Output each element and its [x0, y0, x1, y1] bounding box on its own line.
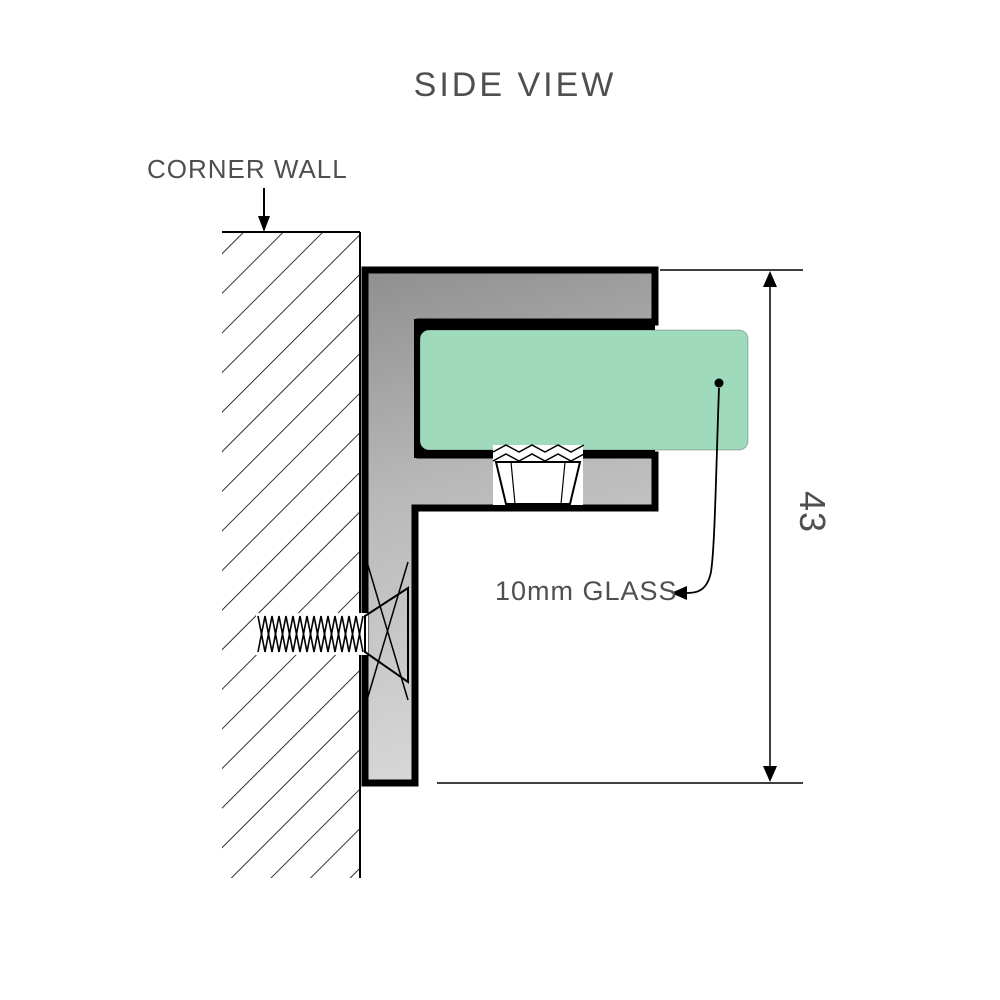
spring-washer-line	[492, 453, 585, 462]
leader-line	[686, 387, 720, 594]
grub-screw-detail	[560, 461, 566, 505]
wall-hatching	[222, 232, 360, 878]
wall-screw	[256, 561, 409, 701]
leader-dot	[714, 378, 724, 388]
corner-wall-arrow	[258, 188, 270, 232]
dimension-arrow-top	[763, 271, 777, 287]
corner-wall-label: CORNER WALL	[147, 154, 348, 184]
screw-head-cross	[366, 561, 409, 701]
glass-label: 10mm GLASS	[495, 576, 678, 606]
glass-panel	[419, 329, 749, 451]
screw-head	[364, 586, 409, 684]
grub-screw-cup	[494, 461, 582, 505]
grub-screw	[492, 444, 585, 505]
leader-arrowhead	[671, 586, 687, 600]
dimension-arrow-bottom	[763, 766, 777, 782]
dimension-43: 43	[437, 269, 833, 784]
page-title: SIDE VIEW	[414, 66, 617, 104]
wall	[222, 231, 361, 878]
spring-washer-line	[492, 444, 585, 453]
dimension-value: 43	[792, 491, 833, 533]
glass-leader-arrow	[671, 378, 724, 600]
grub-screw-detail	[510, 461, 516, 505]
screw-thread	[257, 615, 364, 653]
